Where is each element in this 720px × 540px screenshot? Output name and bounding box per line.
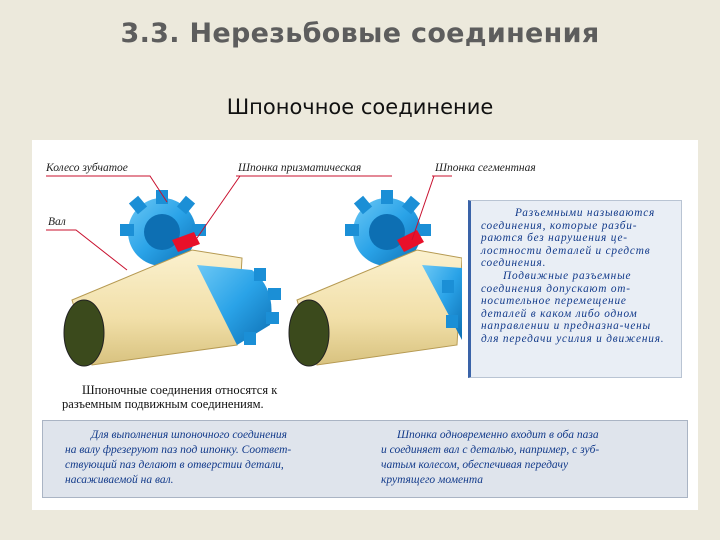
explanation-line: на валу фрезеруют паз под шпонку. Соотве… [65,444,292,456]
slide-subtitle: Шпоночное соединение [226,95,494,119]
slide-title: 3.3. Нерезьбовые соединения [120,18,600,49]
figure-caption: Шпоночные соединения относятся к разъемн… [62,383,342,411]
def-line: для передачи усилия и движения. [481,332,665,345]
label-prismatic-key: Шпонка призматическая [238,162,362,174]
label-gear: Колесо зубчатое [46,162,128,174]
right-assembly [288,190,462,367]
explanation-line: ствующий паз делают в отверстии детали, [65,459,284,471]
left-shaft-end [63,299,105,367]
label-segment-key: Шпонка сегментная [435,162,536,174]
explanation-left: Для выполнения шпоночного соединения на … [65,428,291,488]
def-line: раются без нарушения це- [481,232,628,245]
def-line: соединения. [481,257,547,270]
explanation-line: насаживаемой на вал. [65,474,174,486]
caption-line: разъемным подвижным соединениям. [62,397,264,411]
def-line: соединения допускают от- [481,282,631,295]
def-line: деталей в каком либо одном [481,307,638,320]
key-joint-illustration [46,175,462,367]
left-assembly [63,190,281,367]
def-line: лостности деталей и средств [481,244,651,257]
explanation-right: Шпонка одновременно входит в оба паза и … [381,428,599,488]
label-shaft: Вал [48,216,66,228]
callout-lines [46,175,452,271]
left-gear-lower [197,265,281,345]
explanation-line: чатым колесом, обеспечивая передачу [381,459,569,471]
def-line: Подвижные разъемные [503,269,632,282]
left-key [172,232,200,252]
definition-paragraph-1: Разъемными называются соединения, которы… [481,207,675,270]
def-line: соединения, которые разби- [481,219,638,232]
right-key [397,230,424,252]
explanation-line: и соединяет вал с деталью, например, с з… [381,444,600,456]
right-shaft-end [288,299,330,367]
explanation-line: Для выполнения шпоночного соединения [91,429,287,441]
definition-text: Разъемными называются соединения, которы… [481,207,675,346]
definition-paragraph-2: Подвижные разъемные соединения допускают… [481,270,675,346]
def-line: носительное перемещение [481,295,627,308]
right-gear-lower [422,265,462,340]
definition-box: Разъемными называются соединения, которы… [468,200,682,378]
explanation-line: крутящего момента [381,474,484,486]
explanation-box: Для выполнения шпоночного соединения на … [42,420,688,498]
caption-line: Шпоночные соединения относятся к [82,383,278,397]
figure-panel: Колесо зубчатое Шпонка призматическая Ва… [32,140,698,510]
def-line: Разъемными называются [515,207,656,219]
def-line: направлении и предназна-чены [481,320,651,333]
explanation-line: Шпонка одновременно входит в оба паза [397,429,599,441]
